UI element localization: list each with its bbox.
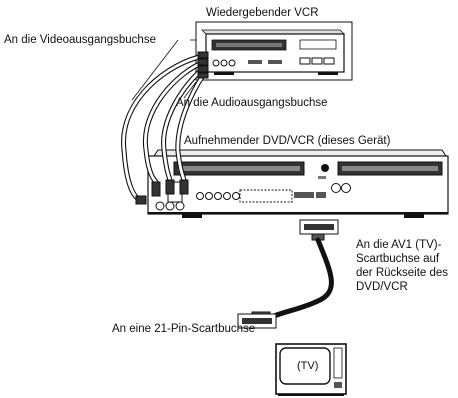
label-playback-vcr: Wiedergebender VCR — [206, 7, 319, 19]
label-scart-av1: An die AV1 (TV)-Scartbuchse auf der Rück… — [356, 239, 449, 293]
playback-vcr — [195, 21, 353, 81]
rca-cables — [121, 53, 207, 203]
label-tv: (TV) — [297, 360, 319, 372]
rca-plugs — [135, 179, 189, 211]
label-audio-out: An die Audioausgangsbuchse — [176, 97, 328, 109]
label-21pin-scart: An eine 21-Pin-Scartbuchse — [112, 323, 256, 335]
recording-dvd-vcr — [147, 149, 449, 218]
tv-set — [275, 343, 347, 396]
label-recording-dvd: Aufnehmender DVD/VCR (dieses Gerät) — [184, 135, 391, 147]
rca-plugs-vcr — [197, 51, 209, 79]
label-video-out: An die Videoausgangsbuchse — [4, 34, 156, 46]
leader-lines — [131, 39, 197, 101]
scart-cable — [237, 219, 339, 329]
